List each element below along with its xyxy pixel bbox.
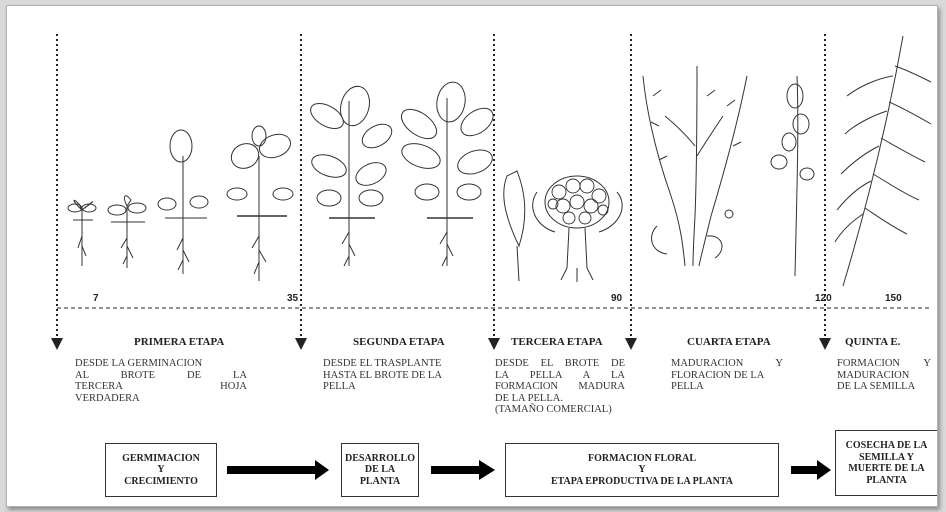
arrow-2 [431,460,495,480]
diagram-frame: 7 35 90 120 150 PRIMERA ETAPA SEGUNDA ET… [6,5,938,507]
arrow-1 [227,460,329,480]
arrow-3 [791,460,831,480]
phase-arrows [7,6,937,506]
